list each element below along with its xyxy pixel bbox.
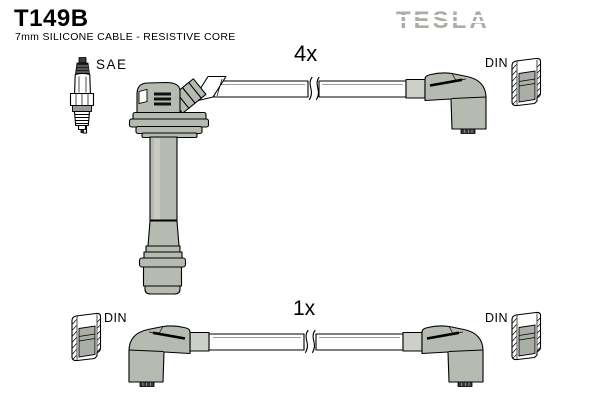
din-connector-cross-section-icon-top [511,57,542,107]
distributor-connector-top [404,71,488,135]
ignition-cable-top [191,75,407,103]
top-cable-quantity-label: 4x [294,41,318,66]
spark-plug-icon [69,57,95,134]
distributor-connector-bottom-left [127,324,211,388]
brand-logo: TESLA [396,7,496,34]
cable-break-symbol [308,76,320,101]
spark-plug-boot-illustration [128,78,210,295]
din-terminal-label-bottom-right: DIN [485,311,509,325]
bottom-cable-quantity-label: 1x [293,297,316,320]
distributor-connector-bottom-right [401,324,485,388]
din-connector-cross-section-icon-bottom-right [511,311,542,361]
product-description: 7mm SILICONE CABLE - RESISTIVE CORE [15,31,236,43]
logo-stripe [396,21,492,23]
sae-terminal-label: SAE [96,57,128,72]
logo-stripe [396,15,492,17]
din-connector-cross-section-icon-bottom-left [71,312,102,362]
din-terminal-label-bottom-left: DIN [104,311,128,325]
cable-break-symbol [304,329,316,354]
boot-vent-slots [154,92,171,106]
brand-logo-text: TESLA [396,7,490,34]
din-terminal-label-top: DIN [485,56,509,70]
product-code: T149B [14,5,89,32]
ignition-cable-bottom [208,329,404,354]
